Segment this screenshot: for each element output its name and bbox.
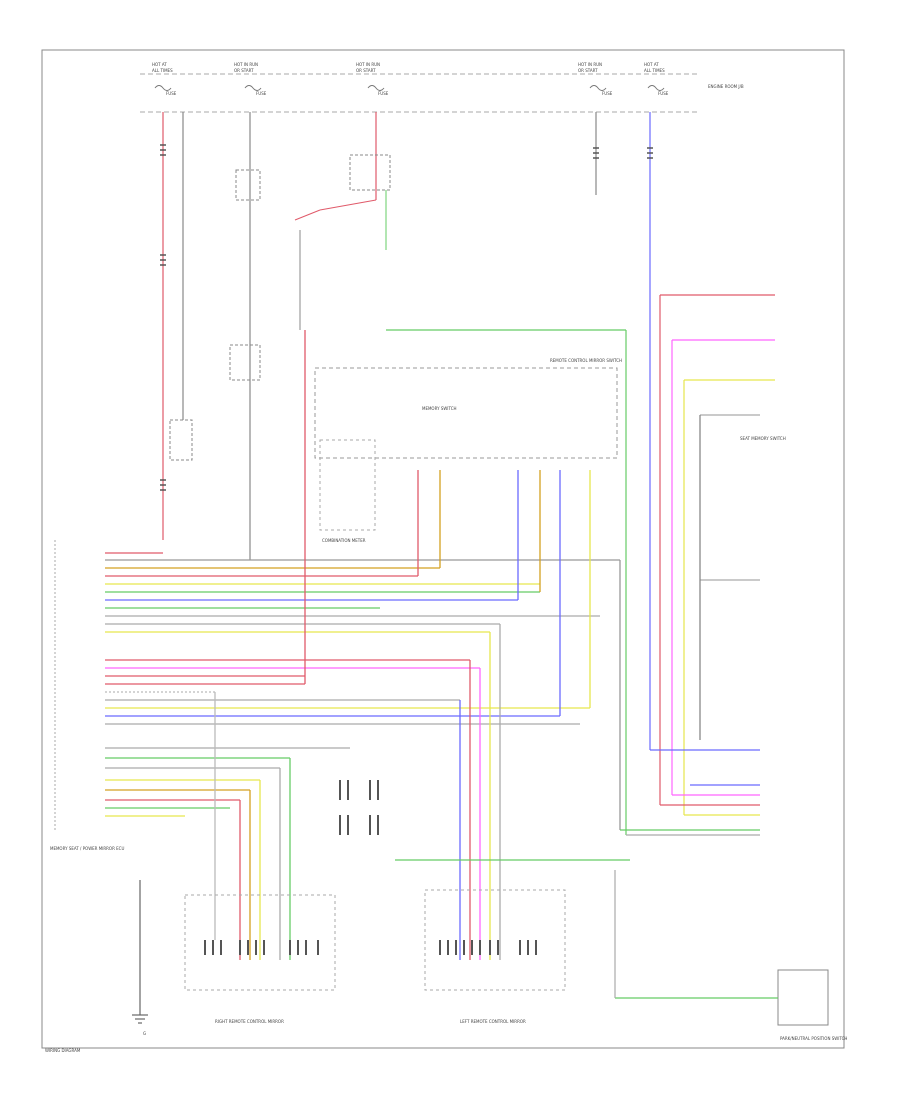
diagram-frame — [41, 49, 845, 1049]
combination-meter-box — [319, 439, 376, 531]
svg-text:FUSE: FUSE — [602, 91, 613, 96]
combination-meter-label: COMBINATION METER — [322, 538, 366, 543]
fuse-3: HOT IN RUN OR START FUSE — [356, 62, 389, 96]
right-mirror-box — [184, 894, 336, 991]
footer-label: WIRING DIAGRAM — [45, 1048, 81, 1053]
svg-text:OR START: OR START — [356, 68, 376, 73]
switch-down-wires — [304, 330, 621, 830]
ground-label: G — [143, 1031, 146, 1036]
right-ecu-wires — [620, 414, 760, 836]
left-mirror-box — [424, 889, 566, 991]
park-switch-box — [777, 969, 829, 1026]
seat-memory-switch — [659, 294, 775, 815]
fuse-4: HOT IN RUN OR START FUSE — [578, 62, 613, 96]
left-switches — [169, 169, 261, 461]
ground-symbol — [132, 880, 148, 1024]
center-relay — [339, 780, 379, 835]
fuse-symbols — [154, 85, 665, 91]
svg-text:HOT IN RUN: HOT IN RUN — [356, 62, 380, 67]
relay-switch — [294, 154, 391, 330]
park-switch-label: PARK/NEUTRAL POSITION SWITCH — [780, 1036, 847, 1041]
fuse-1: HOT AT ALL TIMES FUSE — [152, 62, 177, 96]
ecu-label: MEMORY SEAT / POWER MIRROR ECU — [50, 846, 124, 851]
svg-text:FUSE: FUSE — [378, 91, 389, 96]
svg-text:HOT AT: HOT AT — [644, 62, 659, 67]
fuse-box-label: ENGINE ROOM J/B — [708, 84, 744, 89]
fuse-feed-wires — [162, 112, 651, 750]
ecu-wires — [105, 552, 620, 817]
svg-text:FUSE: FUSE — [166, 91, 177, 96]
mirror-wires — [214, 624, 501, 960]
svg-text:HOT AT: HOT AT — [152, 62, 167, 67]
mirror-switch-label: REMOTE CONTROL MIRROR SWITCH — [550, 358, 622, 363]
mirror-connectors — [204, 940, 537, 955]
memory-switch-label: MEMORY SWITCH — [422, 406, 457, 411]
svg-text:OR START: OR START — [578, 68, 598, 73]
right-mirror-label: RIGHT REMOTE CONTROL MIRROR — [215, 1019, 284, 1024]
svg-text:FUSE: FUSE — [256, 91, 267, 96]
svg-text:OR START: OR START — [234, 68, 254, 73]
svg-text:FUSE: FUSE — [658, 91, 669, 96]
mirror-switch-box — [314, 367, 618, 459]
seat-memory-switch-label: SEAT MEMORY SWITCH — [740, 436, 786, 441]
connector-marks — [160, 144, 653, 491]
svg-text:ALL TIMES: ALL TIMES — [152, 68, 173, 73]
svg-text:ALL TIMES: ALL TIMES — [644, 68, 665, 73]
fuse-2: HOT IN RUN OR START FUSE — [234, 62, 267, 96]
svg-text:HOT IN RUN: HOT IN RUN — [578, 62, 602, 67]
svg-text:HOT IN RUN: HOT IN RUN — [234, 62, 258, 67]
left-mirror-label: LEFT REMOTE CONTROL MIRROR — [460, 1019, 526, 1024]
fuse-5: HOT AT ALL TIMES FUSE — [644, 62, 669, 96]
